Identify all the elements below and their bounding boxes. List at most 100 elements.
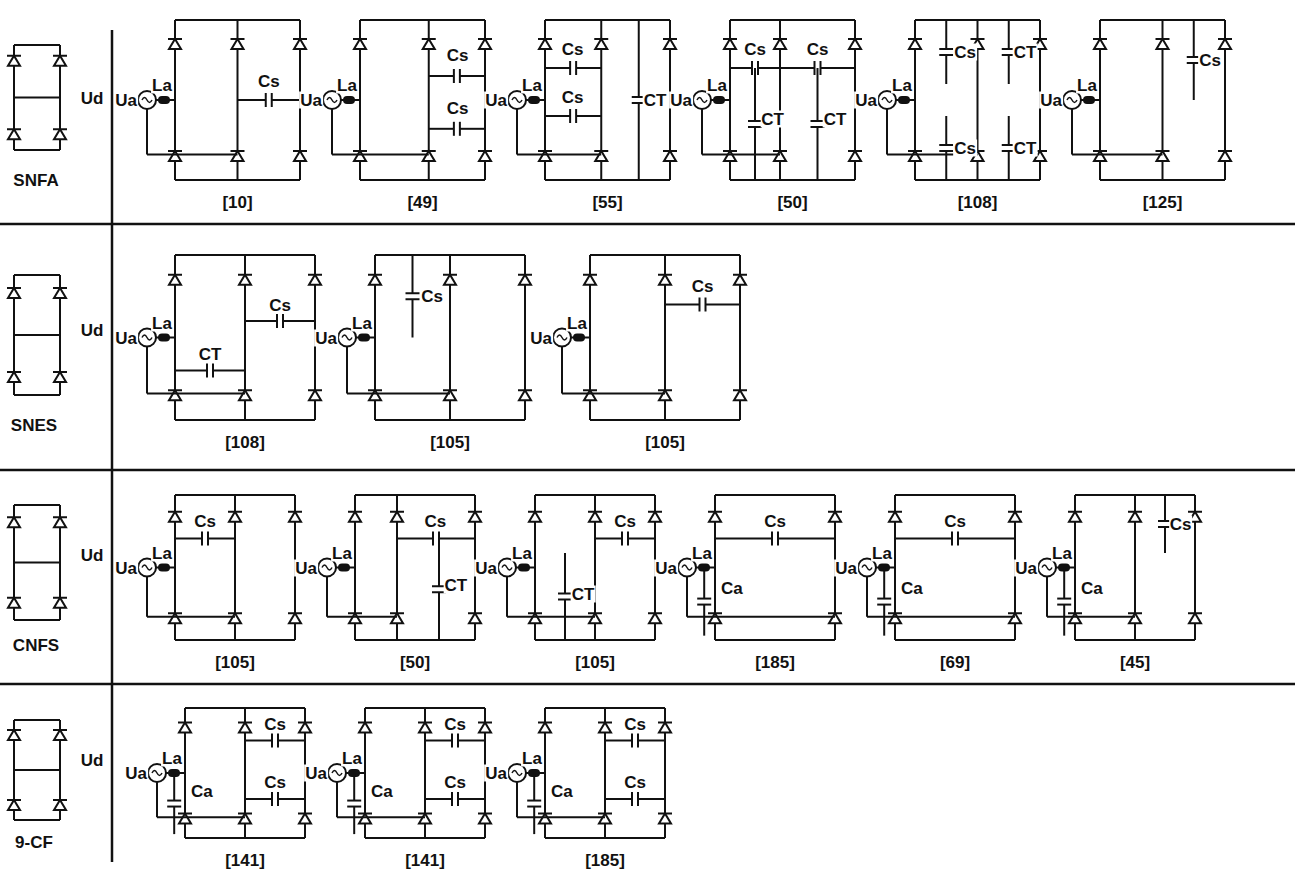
diode-bar: [528, 511, 542, 513]
diode-symbol: [519, 390, 531, 400]
wire: [945, 116, 947, 145]
diode-bar: [538, 722, 552, 724]
wire: [460, 128, 485, 130]
wire: [332, 153, 429, 155]
wire: [353, 773, 355, 801]
capacitor-label: CT: [1013, 44, 1038, 61]
capacitor-plate: [277, 734, 279, 748]
diode-bar: [308, 274, 322, 276]
diode-symbol: [8, 730, 20, 740]
topology-label: 9-CF: [14, 834, 54, 851]
diode-bar: [238, 274, 252, 276]
capacitor-label: Cs: [691, 278, 715, 295]
diode-symbol: [8, 56, 20, 66]
wire: [438, 592, 440, 640]
diode-bar: [518, 274, 532, 276]
wire: [517, 153, 601, 155]
voltage-label: Ud: [80, 752, 105, 769]
wire: [628, 538, 655, 540]
diode-bar: [1188, 511, 1202, 513]
capacitor-plate: [207, 532, 209, 546]
wire: [1072, 153, 1163, 155]
diode-bar: [238, 389, 252, 391]
diode-symbol: [369, 390, 381, 400]
diode-bar: [1218, 38, 1232, 40]
diode-bar: [53, 729, 67, 731]
diode-symbol: [169, 613, 181, 623]
diode-symbol: [659, 390, 671, 400]
diode-symbol: [8, 372, 20, 382]
diode-symbol: [423, 39, 435, 49]
capacitor-plate: [575, 61, 577, 75]
rail: [14, 149, 60, 151]
diode-symbol: [659, 275, 671, 285]
rail: [715, 639, 835, 641]
voltage-label: Ud: [80, 547, 105, 564]
inductor-label: La: [521, 77, 543, 94]
rail: [14, 504, 60, 506]
diode-symbol: [54, 56, 66, 66]
diode-symbol: [595, 151, 607, 161]
diode-symbol: [8, 800, 20, 810]
capacitor-plate: [951, 532, 953, 546]
capacitor-plate: [1057, 598, 1071, 600]
diode-bar: [7, 729, 21, 731]
ac-source-symbol: [878, 91, 896, 109]
capacitor-label: Cs: [193, 513, 217, 530]
reference-number: [50]: [776, 194, 808, 211]
wire: [706, 304, 741, 306]
diode-bar: [53, 371, 67, 373]
bridge-link: [14, 562, 60, 564]
inductor-symbol: [898, 96, 910, 104]
wire: [1063, 568, 1065, 599]
diode-bar: [7, 287, 21, 289]
capacitor-label: Ca: [900, 579, 924, 596]
voltage-label: Ua: [474, 559, 498, 576]
ac-source-symbol: [338, 329, 356, 347]
wire: [507, 616, 595, 618]
diode-symbol: [54, 598, 66, 608]
diode-symbol: [584, 275, 596, 285]
wire: [439, 538, 475, 540]
capacitor-plate: [637, 792, 639, 806]
capacitor-label: Cs: [263, 715, 287, 732]
inductor-label: La: [341, 750, 363, 767]
diode-bar: [733, 274, 747, 276]
capacitor-plate: [1057, 604, 1071, 606]
wire: [1008, 20, 1010, 49]
inductor-symbol: [518, 564, 530, 572]
diode-symbol: [54, 800, 66, 810]
voltage-label: Ua: [1014, 559, 1038, 576]
diode-bar: [178, 813, 192, 815]
wire: [156, 782, 158, 817]
wire: [883, 568, 885, 599]
reference-number: [125]: [1142, 194, 1184, 211]
diode-symbol: [349, 613, 361, 623]
diode-symbol: [1069, 512, 1081, 522]
inductor-symbol: [1083, 96, 1095, 104]
diode-symbol: [54, 288, 66, 298]
diode-bar: [723, 150, 737, 152]
wire: [147, 616, 235, 618]
diode-symbol: [309, 275, 321, 285]
diode-symbol: [1157, 151, 1169, 161]
voltage-label: Ua: [529, 329, 553, 346]
inductor-label: La: [161, 750, 183, 767]
wire: [147, 393, 245, 395]
diode-bar: [594, 38, 608, 40]
voltage-label: Ua: [834, 559, 858, 576]
diode-bar: [298, 813, 312, 815]
diode-bar: [663, 150, 677, 152]
diode-bar: [708, 612, 722, 614]
diode-bar: [658, 389, 672, 391]
diode-symbol: [664, 151, 676, 161]
diode-symbol: [469, 613, 481, 623]
wire: [1008, 55, 1010, 84]
capacitor-label: Cs: [1198, 52, 1222, 69]
capacitor-label: Cs: [443, 774, 467, 791]
wire: [353, 807, 355, 835]
ac-source-symbol: [318, 559, 336, 577]
diode-symbol: [359, 723, 371, 733]
diode-symbol: [239, 814, 251, 824]
wire: [545, 115, 570, 117]
